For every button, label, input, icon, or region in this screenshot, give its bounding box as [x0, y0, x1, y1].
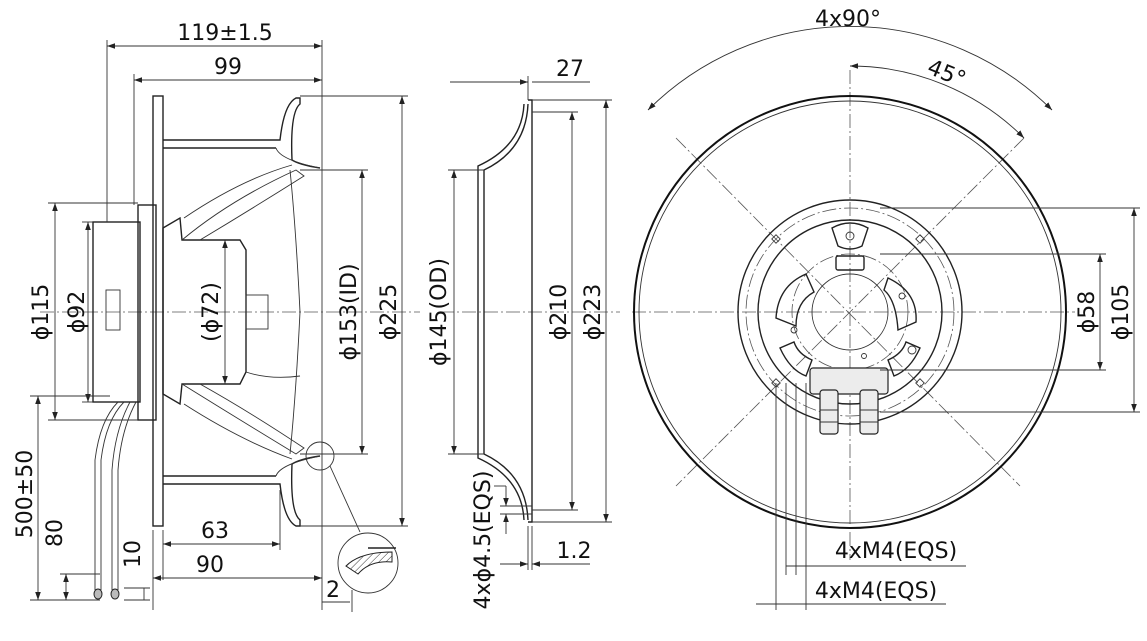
- lead-wire-3: [111, 401, 131, 590]
- lower-shroud: [163, 455, 321, 527]
- dim-offset-angle-label: 45°: [924, 55, 970, 93]
- lower-shroud-lip: [275, 455, 321, 477]
- label-plate: [105, 289, 121, 331]
- dim-hub-dia-label: ϕ115: [29, 284, 54, 341]
- boss-top: [831, 222, 869, 250]
- inlet-ring-view: 27 ϕ145(OD) ϕ210 ϕ223 4xϕ4.5(EQS) 1.2: [427, 57, 620, 609]
- lead-wire-4: [117, 401, 137, 590]
- dim-motor-dia-label: (ϕ72): [199, 282, 224, 342]
- detail-leader: [329, 465, 361, 533]
- dim-inlet-id-label: ϕ153(ID): [337, 263, 362, 360]
- front-diag-1: [675, 137, 1021, 487]
- ring-outer-profile: [483, 103, 529, 521]
- dim-strip-length-label: 80: [43, 519, 68, 547]
- dim-offset-angle-arc: [849, 63, 1025, 139]
- front-view: 4x90° 45° ϕ58 ϕ105 4xM4(EQS) 4xM4(EQS): [632, 7, 1140, 610]
- blade-lower-1: [245, 371, 301, 378]
- ring-flange: [528, 99, 533, 523]
- back-plate: [152, 95, 164, 527]
- dim-inner-circle-label: ϕ58: [1075, 291, 1100, 334]
- dim-lead-length-label: 500±50: [13, 450, 38, 538]
- dim-thread-b-label: 4xM4(EQS): [815, 579, 937, 604]
- dim-outer-circle-label: ϕ105: [1109, 284, 1134, 341]
- dim-thread-a-label: 4xM4(EQS): [835, 539, 957, 564]
- dim-overall-length-label: 119±1.5: [177, 21, 272, 46]
- detail-circle: [337, 532, 399, 594]
- dim-flange-outer-label: ϕ223: [581, 284, 606, 341]
- motor-rim: [757, 219, 943, 405]
- boss-left-hole: [790, 326, 798, 334]
- boss-lower-right-hole: [907, 345, 917, 355]
- dim-hub-depth-label: 90: [196, 553, 224, 578]
- upper-shroud: [163, 97, 321, 169]
- mount-hole-1: [771, 234, 781, 244]
- mount-hole-2: [915, 234, 925, 244]
- hub-center: [811, 273, 889, 351]
- blade-upper-1: [181, 169, 305, 241]
- ring-inner-profile: [477, 103, 525, 521]
- side-view: 119±1.5 99 ϕ115 ϕ92 (ϕ72) ϕ153(ID) ϕ225: [13, 21, 420, 612]
- lead-end-1: [93, 588, 103, 600]
- front-diag-2: [675, 137, 1025, 487]
- cable-gland-right: [859, 389, 879, 435]
- boss-right: [883, 277, 917, 332]
- blade-upper-2: [183, 164, 293, 219]
- blade-lower-3: [183, 403, 293, 460]
- dim-mount-dia-label: ϕ92: [65, 291, 90, 334]
- mount-hole-3: [771, 378, 781, 388]
- mount-hole-4: [915, 378, 925, 388]
- lead-wire-2: [100, 401, 125, 590]
- dim-ring-od-label: ϕ145(OD): [427, 258, 452, 366]
- boss-right-hole: [898, 292, 906, 300]
- boss-lower-right: [887, 341, 921, 377]
- dim-thickness-label: 1.2: [557, 539, 592, 564]
- motor-rear-cap: [92, 221, 141, 403]
- boss-top-hole: [845, 231, 855, 241]
- dim-wire-end-label: 10: [121, 540, 146, 568]
- cable-gland-left: [819, 389, 839, 435]
- upper-shroud-lip: [275, 147, 321, 169]
- blade-lower-2: [181, 383, 305, 455]
- dim-motor-depth-label: 63: [201, 519, 229, 544]
- label-window: [835, 255, 865, 271]
- dim-wheel-length-label: 99: [214, 55, 242, 80]
- boss-left: [775, 273, 815, 328]
- dim-outer-dia-label: ϕ225: [377, 284, 402, 341]
- small-hole: [861, 353, 867, 359]
- dim-gap-label: 2: [326, 578, 340, 603]
- mounting-flange: [137, 204, 157, 421]
- shaft-stub: [245, 294, 269, 330]
- lead-wire-1: [94, 401, 119, 590]
- dim-pitch-angle-label: 4x90°: [815, 7, 881, 32]
- detail-gasket: [345, 551, 393, 575]
- cable-gland-housing: [809, 367, 889, 395]
- bolt-circle: [745, 207, 955, 417]
- dim-hole-spec-label: 4xϕ4.5(EQS): [471, 471, 496, 610]
- dim-ring-height-label: 27: [556, 57, 584, 82]
- detail-marker: [305, 441, 335, 471]
- motor-flange: [737, 199, 963, 425]
- blade-trailing: [289, 169, 301, 455]
- dim-flange-inner-label: ϕ210: [547, 284, 572, 341]
- lead-end-2: [110, 588, 120, 600]
- boss-lower-left: [779, 341, 813, 377]
